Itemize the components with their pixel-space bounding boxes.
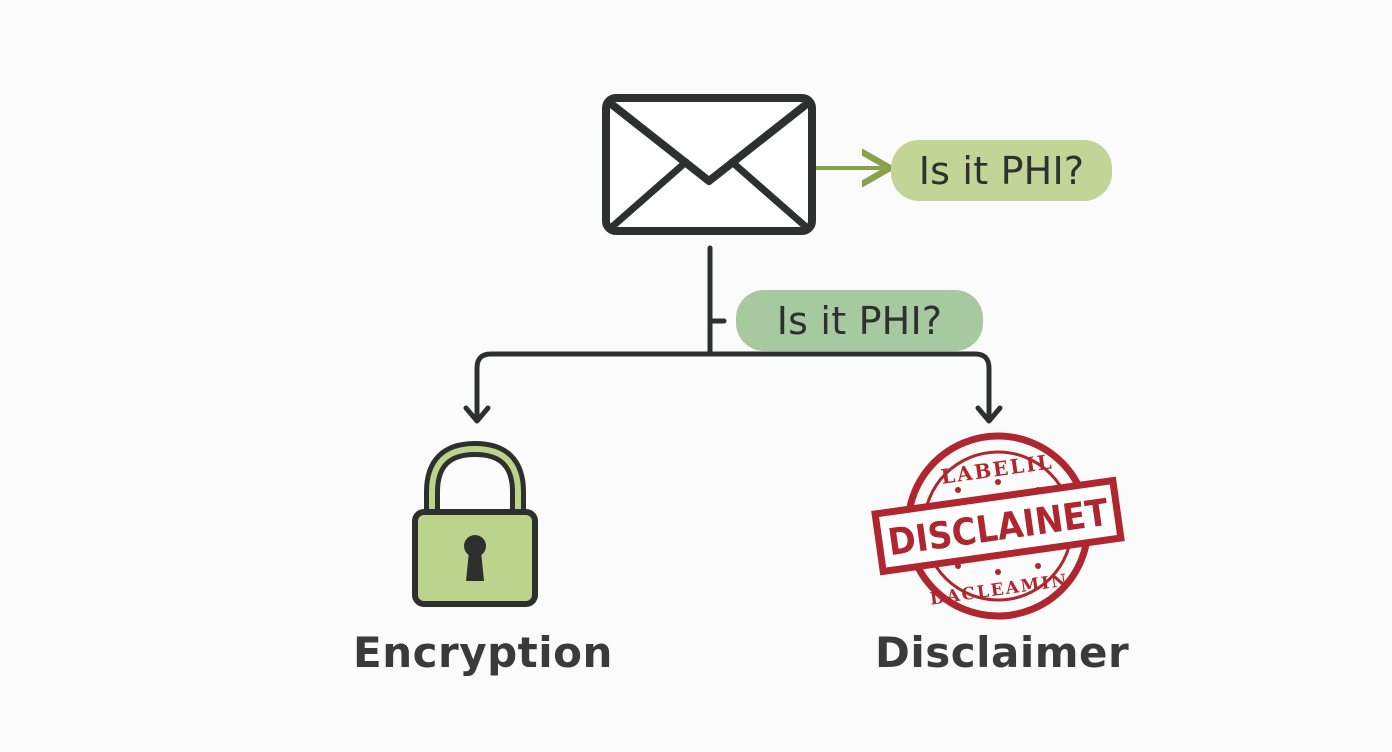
arrowhead-right xyxy=(975,405,1003,424)
question-branch-text: Is it PHI? xyxy=(776,298,943,343)
disclaimer-label: Disclaimer xyxy=(875,628,1130,677)
branch-line xyxy=(474,351,992,421)
question-top-text: Is it PHI? xyxy=(918,148,1085,193)
stamp-icon: LABELIL DACLEAMIN DISCLAINET xyxy=(871,432,1125,620)
arrowhead-left xyxy=(463,405,491,424)
encryption-label: Encryption xyxy=(353,628,613,677)
padlock-icon xyxy=(412,440,538,607)
envelope-icon xyxy=(602,94,816,235)
question-pill-branch: Is it PHI? xyxy=(736,290,983,351)
question-pill-top: Is it PHI? xyxy=(891,140,1112,201)
